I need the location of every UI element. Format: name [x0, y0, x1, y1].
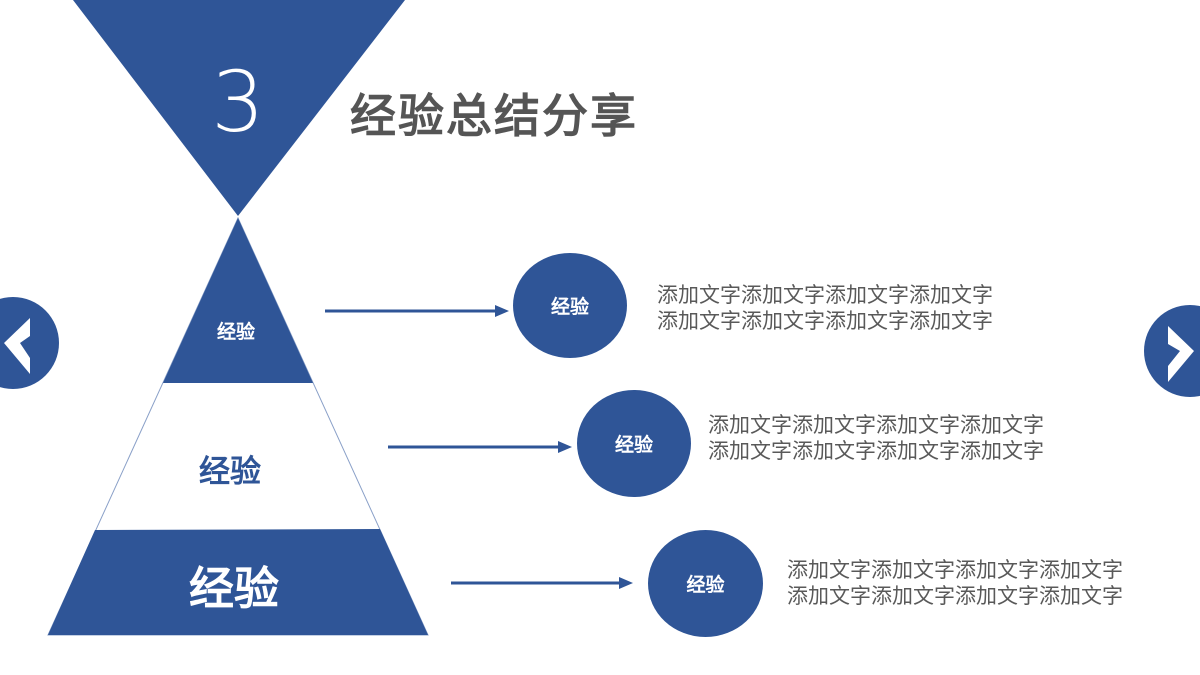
chevron-left-icon: [4, 318, 30, 374]
item-node-label: 经验: [614, 434, 653, 456]
item-node-3: 经验: [648, 530, 763, 637]
item-node-label: 经验: [686, 574, 725, 596]
page-title: 经验总结分享: [350, 89, 638, 143]
pyramid-level-bottom: [48, 529, 428, 635]
item-node-1: 经验: [513, 253, 627, 358]
pyramid-label-middle: 经验: [199, 454, 261, 490]
chevron-right-icon: [1168, 326, 1194, 382]
description-line: 添加文字添加文字添加文字添加文字: [708, 439, 1044, 463]
arrow-2: [388, 441, 572, 453]
section-number: 3: [211, 53, 265, 151]
item-description-2: 添加文字添加文字添加文字添加文字 添加文字添加文字添加文字添加文字: [708, 412, 1044, 464]
arrow-1: [325, 305, 509, 317]
description-line: 添加文字添加文字添加文字添加文字: [787, 558, 1123, 582]
description-line: 添加文字添加文字添加文字添加文字: [657, 309, 993, 333]
description-line: 添加文字添加文字添加文字添加文字: [657, 283, 993, 307]
next-slide-button[interactable]: [1142, 304, 1200, 398]
item-node-label: 经验: [550, 296, 589, 318]
item-description-1: 添加文字添加文字添加文字添加文字 添加文字添加文字添加文字添加文字: [657, 282, 993, 334]
header-inverted-triangle: [73, 0, 405, 216]
arrow-3: [451, 577, 633, 589]
pyramid-label-top: 经验: [216, 321, 255, 343]
description-line: 添加文字添加文字添加文字添加文字: [787, 584, 1123, 608]
description-line: 添加文字添加文字添加文字添加文字: [708, 413, 1044, 437]
item-description-3: 添加文字添加文字添加文字添加文字 添加文字添加文字添加文字添加文字: [787, 557, 1123, 609]
pyramid-label-bottom: 经验: [188, 562, 279, 615]
prev-slide-button[interactable]: [0, 296, 60, 390]
pyramid-level-top: [163, 218, 313, 383]
item-node-2: 经验: [577, 390, 691, 497]
